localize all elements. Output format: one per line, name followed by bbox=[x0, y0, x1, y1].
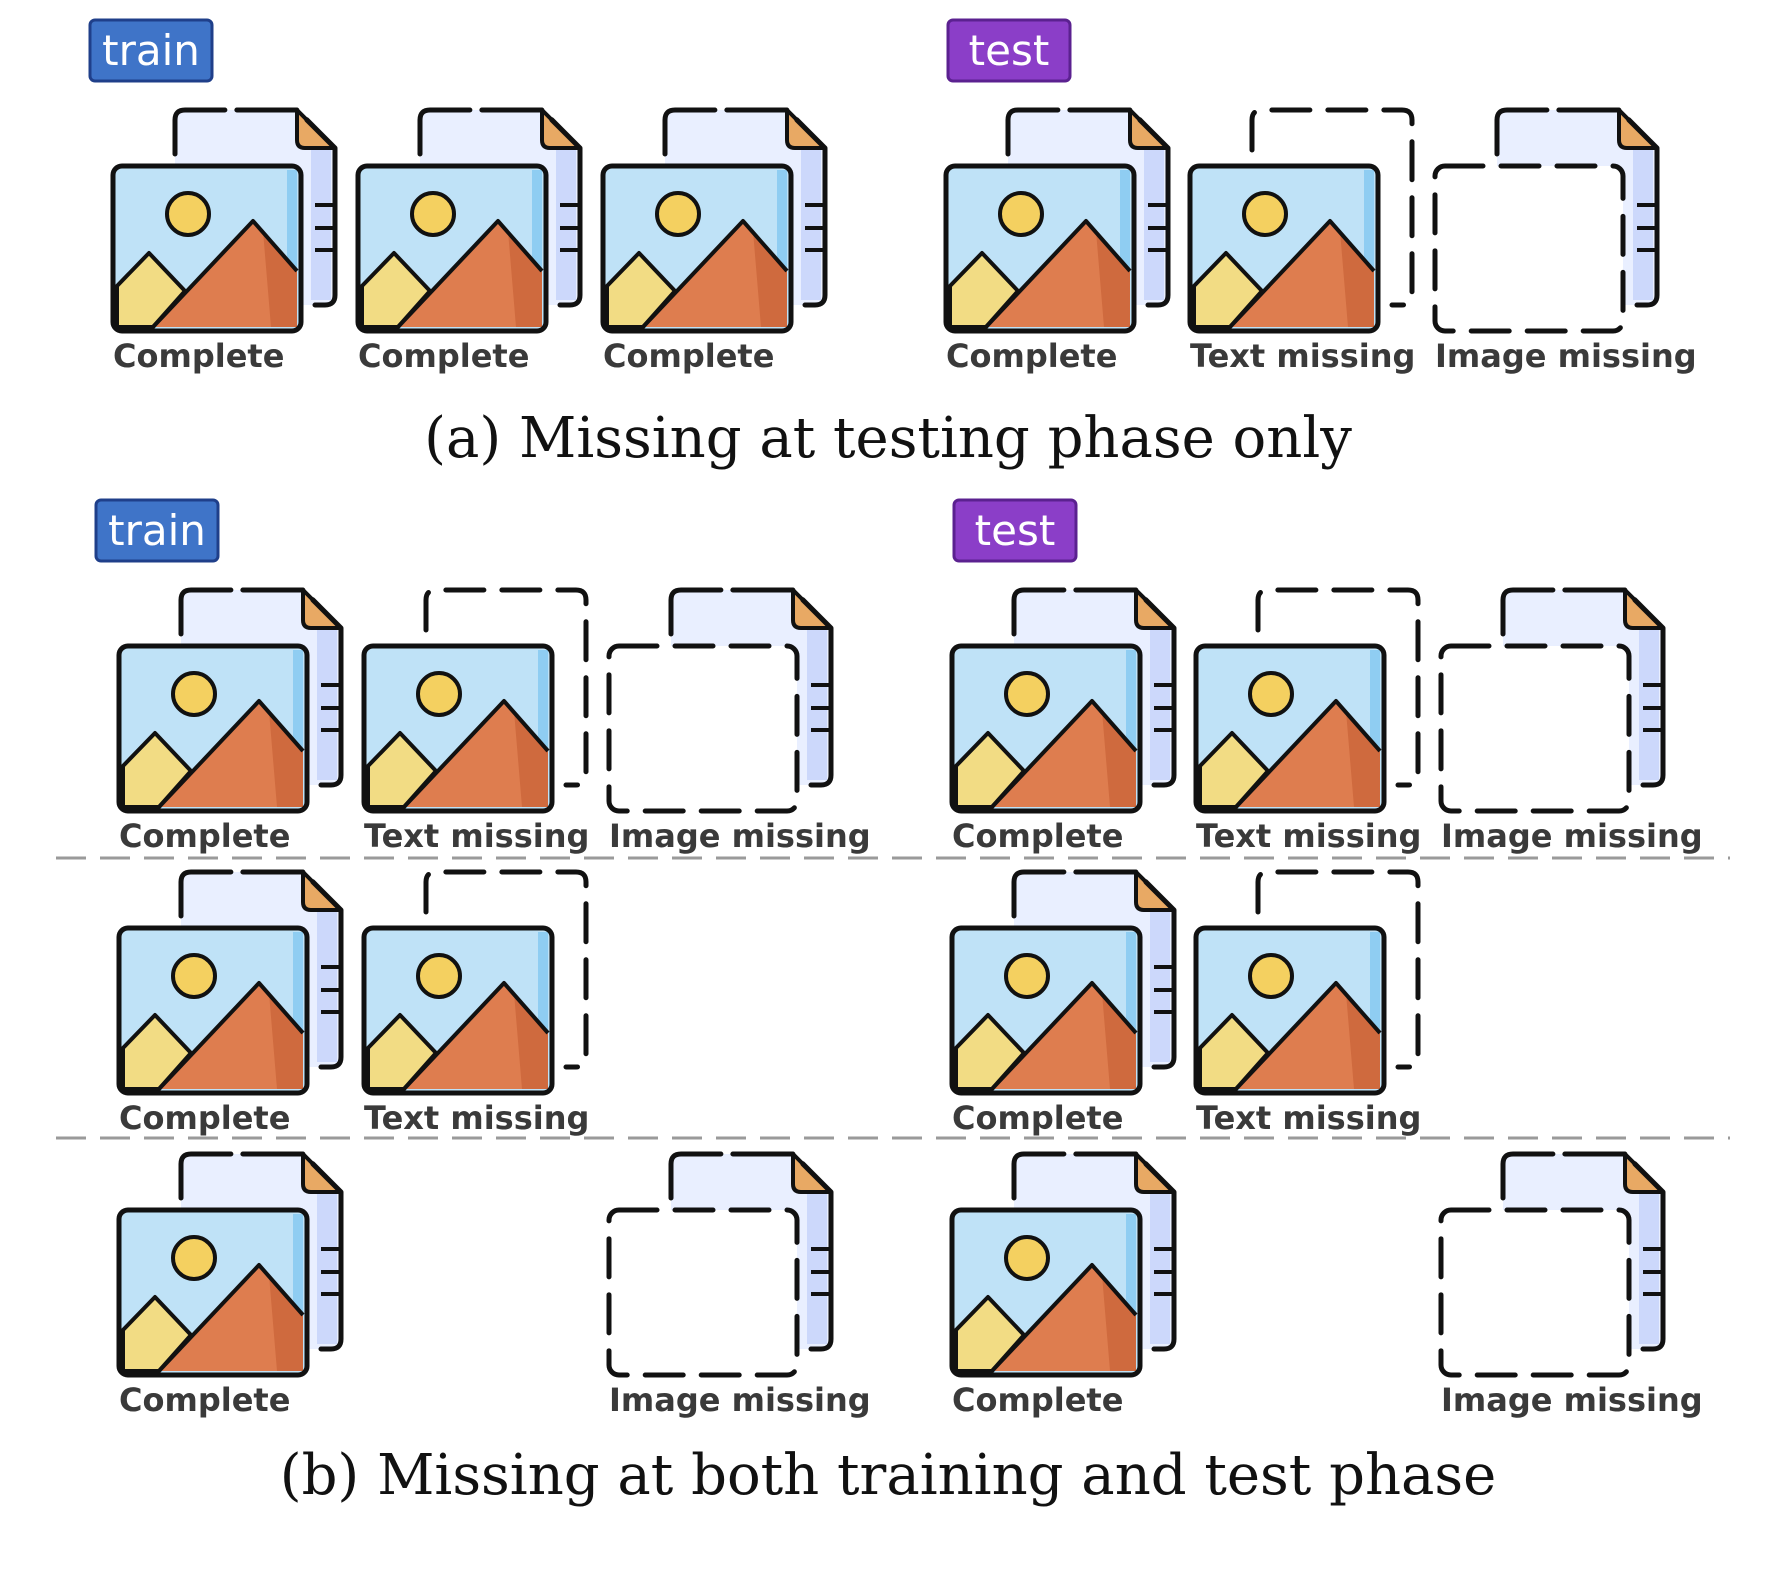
image-icon bbox=[116, 643, 310, 814]
image-icon bbox=[355, 163, 549, 334]
image-icon bbox=[116, 925, 310, 1096]
text-missing-sample-icon: Text missing bbox=[1187, 107, 1415, 375]
image-missing-icon bbox=[606, 643, 800, 814]
sample-label: Image missing bbox=[1435, 337, 1697, 375]
image-icon bbox=[949, 1207, 1143, 1378]
badge-label: train bbox=[108, 506, 206, 555]
image-missing-sample-icon: Image missing bbox=[1438, 1151, 1703, 1419]
panel-a-train-badge: train bbox=[88, 18, 214, 83]
complete-sample-icon: Complete bbox=[949, 869, 1177, 1137]
text-missing-sample-icon: Text missing bbox=[361, 869, 589, 1137]
panel-a-test-badge: test bbox=[946, 18, 1072, 83]
image-icon bbox=[110, 163, 304, 334]
sample-label: Complete bbox=[113, 337, 284, 375]
sample-label: Complete bbox=[952, 1381, 1123, 1419]
document-missing-icon bbox=[1255, 869, 1421, 1070]
sample-label: Text missing bbox=[1190, 337, 1415, 375]
image-icon bbox=[943, 163, 1137, 334]
sample-label: Complete bbox=[952, 817, 1123, 855]
panel-a: train test Complete Complete Complete Compl… bbox=[88, 18, 1697, 471]
image-missing-sample-icon: Image missing bbox=[1438, 587, 1703, 855]
document-missing-icon bbox=[423, 869, 589, 1070]
sample-label: Complete bbox=[119, 817, 290, 855]
panel-b-caption: (b) Missing at both training and test ph… bbox=[280, 1443, 1497, 1508]
sample-label: Text missing bbox=[1196, 1099, 1421, 1137]
sample-label: Image missing bbox=[1441, 817, 1703, 855]
complete-sample-icon: Complete bbox=[949, 587, 1177, 855]
sample-label: Image missing bbox=[1441, 1381, 1703, 1419]
sample-label: Text missing bbox=[1196, 817, 1421, 855]
badge-label: train bbox=[102, 26, 200, 75]
image-icon bbox=[116, 1207, 310, 1378]
document-missing-icon bbox=[423, 587, 589, 788]
sample-label: Text missing bbox=[364, 1099, 589, 1137]
sample-label: Image missing bbox=[609, 1381, 871, 1419]
sample-label: Complete bbox=[603, 337, 774, 375]
image-icon bbox=[949, 643, 1143, 814]
complete-sample-icon: Complete bbox=[949, 1151, 1177, 1419]
image-missing-sample-icon: Image missing bbox=[1432, 107, 1697, 375]
image-missing-icon bbox=[606, 1207, 800, 1378]
image-missing-icon bbox=[1432, 163, 1626, 334]
complete-sample-icon: Complete bbox=[116, 1151, 344, 1419]
panel-b-train-badge: train bbox=[94, 498, 220, 563]
badge-label: test bbox=[975, 506, 1056, 555]
image-icon bbox=[361, 643, 555, 814]
sample-label: Complete bbox=[952, 1099, 1123, 1137]
sample-label: Complete bbox=[119, 1099, 290, 1137]
complete-sample-icon: Complete bbox=[116, 587, 344, 855]
text-missing-sample-icon: Text missing bbox=[361, 587, 589, 855]
badge-label: test bbox=[969, 26, 1050, 75]
complete-sample-icon: Complete bbox=[116, 869, 344, 1137]
document-missing-icon bbox=[1255, 587, 1421, 788]
text-missing-sample-icon: Text missing bbox=[1193, 869, 1421, 1137]
sample-label: Text missing bbox=[364, 817, 589, 855]
sample-label: Complete bbox=[358, 337, 529, 375]
sample-label: Complete bbox=[946, 337, 1117, 375]
complete-sample-icon: Complete bbox=[600, 107, 828, 375]
text-missing-sample-icon: Text missing bbox=[1193, 587, 1421, 855]
image-missing-sample-icon: Image missing bbox=[606, 587, 871, 855]
image-missing-sample-icon: Image missing bbox=[606, 1151, 871, 1419]
image-missing-icon bbox=[1438, 643, 1632, 814]
panel-b-test-badge: test bbox=[952, 498, 1078, 563]
image-icon bbox=[1187, 163, 1381, 334]
sample-label: Complete bbox=[119, 1381, 290, 1419]
complete-sample-icon: Complete bbox=[110, 107, 338, 375]
sample-label: Image missing bbox=[609, 817, 871, 855]
panel-a-caption: (a) Missing at testing phase only bbox=[424, 406, 1352, 471]
complete-sample-icon: Complete bbox=[943, 107, 1171, 375]
complete-sample-icon: Complete bbox=[355, 107, 583, 375]
image-icon bbox=[1193, 925, 1387, 1096]
image-icon bbox=[949, 925, 1143, 1096]
image-missing-icon bbox=[1438, 1207, 1632, 1378]
document-missing-icon bbox=[1249, 107, 1415, 308]
image-icon bbox=[600, 163, 794, 334]
image-icon bbox=[361, 925, 555, 1096]
image-icon bbox=[1193, 643, 1387, 814]
